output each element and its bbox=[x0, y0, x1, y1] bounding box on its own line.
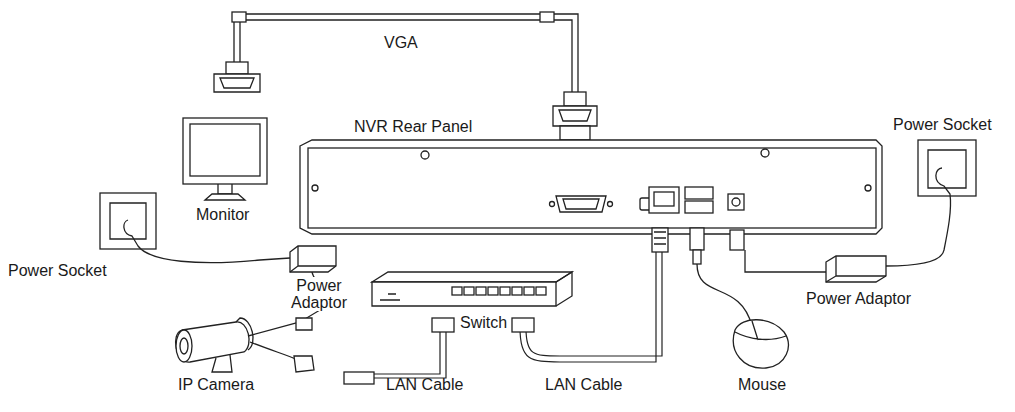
device-label: Power Socket bbox=[8, 262, 107, 279]
device-label: Power Socket bbox=[893, 116, 992, 133]
panel-label: NVR Rear Panel bbox=[354, 118, 472, 135]
device-label: Power Adaptor bbox=[806, 290, 911, 307]
cable-label: VGA bbox=[381, 34, 421, 51]
switch-port bbox=[536, 287, 546, 295]
monitor bbox=[183, 118, 267, 200]
device-label: IP Camera bbox=[178, 376, 254, 393]
nvr-rear-panel bbox=[300, 140, 882, 234]
lan-cable-nvr bbox=[512, 228, 668, 362]
device-label: Monitor bbox=[196, 206, 249, 223]
right-power-supply bbox=[730, 140, 976, 282]
mouse bbox=[690, 228, 788, 368]
device-label: Power Adaptor bbox=[283, 277, 355, 311]
cable-label: LAN Cable bbox=[545, 376, 622, 393]
switch-port bbox=[452, 287, 462, 295]
switch-port bbox=[488, 287, 498, 295]
cable-label: LAN Cable bbox=[386, 376, 463, 393]
switch-port bbox=[512, 287, 522, 295]
device-label: Mouse bbox=[738, 376, 786, 393]
switch-port bbox=[464, 287, 474, 295]
switch-port bbox=[476, 287, 486, 295]
switch-port bbox=[524, 287, 534, 295]
switch-port bbox=[500, 287, 510, 295]
network-switch bbox=[372, 272, 572, 306]
vga-cable bbox=[214, 12, 597, 140]
device-label: Switch bbox=[457, 314, 510, 331]
lan-cable-camera bbox=[344, 318, 454, 384]
